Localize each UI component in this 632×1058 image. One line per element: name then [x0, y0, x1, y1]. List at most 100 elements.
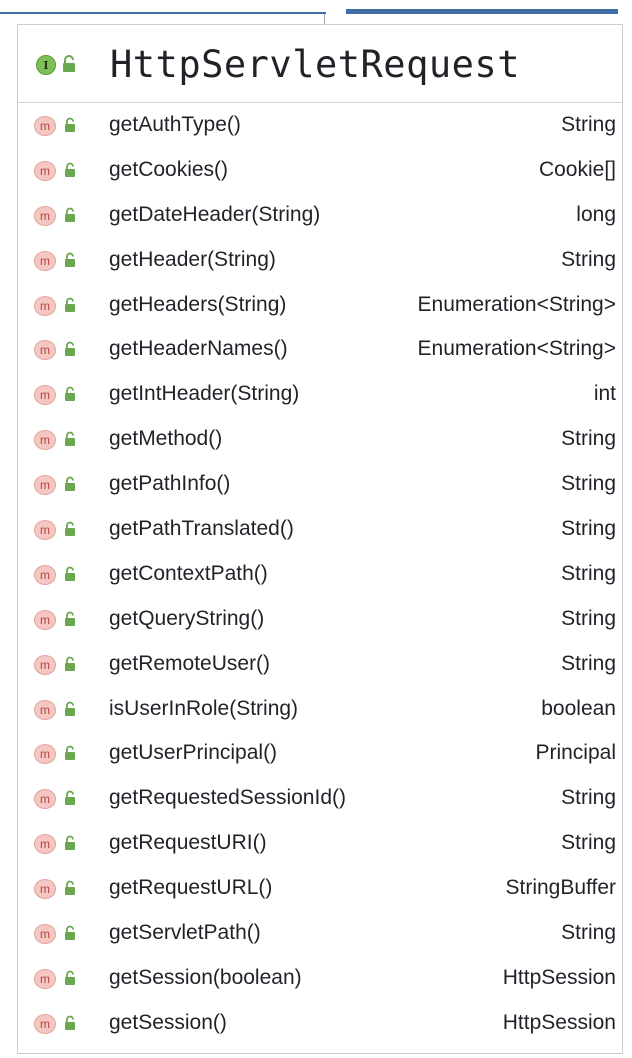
- method-row[interactable]: m isUserInRole(String) boolean: [18, 688, 622, 733]
- method-icon: m: [34, 968, 56, 989]
- method-name: getPathInfo(): [109, 472, 231, 496]
- public-lock-icon: [64, 162, 76, 183]
- return-type: Cookie[]: [538, 157, 616, 181]
- public-lock-icon: [64, 880, 76, 901]
- public-lock-icon: [64, 521, 76, 542]
- method-row[interactable]: m getRemoteUser() String: [18, 643, 622, 688]
- method-icon: m: [34, 789, 56, 810]
- method-row[interactable]: m getHeaderNames() Enumeration<String>: [18, 328, 622, 373]
- public-lock-icon: [64, 297, 76, 318]
- method-row[interactable]: m getServletPath() String: [18, 912, 622, 957]
- public-lock-icon: [64, 431, 76, 452]
- method-icon: m: [34, 160, 56, 181]
- method-row[interactable]: m getHeaders(String) Enumeration<String>: [18, 284, 622, 329]
- public-lock-icon: [64, 835, 76, 856]
- method-list: m getAuthType() String m getCookies() Cookie[…: [18, 104, 622, 1047]
- method-row[interactable]: m getRequestURL() StringBuffer: [18, 867, 622, 912]
- method-row[interactable]: m getMethod() String: [18, 418, 622, 463]
- method-icon: m: [34, 340, 56, 361]
- public-lock-icon: [64, 386, 76, 407]
- return-type: String: [561, 472, 616, 496]
- method-row[interactable]: m getHeader(String) String: [18, 239, 622, 284]
- return-type: boolean: [541, 696, 616, 720]
- method-name: getServletPath(): [109, 921, 261, 945]
- top-divider-active: [346, 9, 618, 14]
- return-type: String: [561, 517, 616, 541]
- method-row[interactable]: m getIntHeader(String) int: [18, 373, 622, 418]
- public-lock-icon: [64, 790, 76, 811]
- public-lock-icon: [64, 252, 76, 273]
- return-type: String: [561, 561, 616, 585]
- method-icon: m: [34, 205, 56, 226]
- public-lock-icon: [64, 925, 76, 946]
- method-name: getRequestURL(): [109, 876, 273, 900]
- public-lock-icon: [64, 701, 76, 722]
- method-icon: m: [34, 699, 56, 720]
- return-type: String: [561, 427, 616, 451]
- return-type: Enumeration<String>: [417, 337, 616, 361]
- public-lock-icon: [62, 55, 76, 78]
- method-icon: m: [34, 520, 56, 541]
- return-type: int: [593, 382, 616, 406]
- top-divider-tick: [324, 14, 325, 26]
- method-icon: m: [34, 385, 56, 406]
- return-type: String: [561, 921, 616, 945]
- method-name: getRequestedSessionId(): [109, 786, 346, 810]
- method-icon: m: [34, 116, 56, 136]
- method-row[interactable]: m getAuthType() String: [18, 104, 622, 149]
- class-header[interactable]: I HttpServletRequest: [18, 25, 622, 103]
- method-name: getMethod(): [109, 427, 223, 451]
- method-name: getCookies(): [109, 157, 229, 181]
- public-lock-icon: [64, 745, 76, 766]
- public-lock-icon: [64, 611, 76, 632]
- method-icon: m: [34, 295, 56, 316]
- method-name: getPathTranslated(): [109, 517, 294, 541]
- method-name: getHeader(String): [109, 247, 276, 271]
- return-type: String: [561, 786, 616, 810]
- return-type: Enumeration<String>: [417, 292, 616, 316]
- method-name: getRemoteUser(): [109, 651, 271, 675]
- structure-panel: I HttpServletRequest m getAuthType() Strin…: [17, 24, 623, 1054]
- method-name: getUserPrincipal(): [109, 741, 278, 765]
- method-name: getContextPath(): [109, 561, 268, 585]
- public-lock-icon: [64, 970, 76, 991]
- method-name: getHeaderNames(): [109, 337, 288, 361]
- public-lock-icon: [64, 1015, 76, 1036]
- method-icon: m: [34, 924, 56, 945]
- method-icon: m: [34, 1013, 56, 1034]
- public-lock-icon: [64, 341, 76, 362]
- method-name: getIntHeader(String): [109, 382, 300, 406]
- method-name: getAuthType(): [109, 113, 241, 136]
- method-icon: m: [34, 609, 56, 630]
- public-lock-icon: [64, 566, 76, 587]
- return-type: long: [576, 202, 616, 226]
- method-name: getDateHeader(String): [109, 202, 321, 226]
- method-row[interactable]: m getPathTranslated() String: [18, 508, 622, 553]
- method-icon: m: [34, 654, 56, 675]
- public-lock-icon: [64, 656, 76, 677]
- public-lock-icon: [64, 207, 76, 228]
- return-type: String: [561, 113, 616, 136]
- method-row[interactable]: m getDateHeader(String) long: [18, 194, 622, 239]
- method-name: isUserInRole(String): [109, 696, 299, 720]
- method-row[interactable]: m getCookies() Cookie[]: [18, 149, 622, 194]
- method-icon: m: [34, 250, 56, 271]
- return-type: String: [561, 651, 616, 675]
- method-icon: m: [34, 430, 56, 451]
- return-type: StringBuffer: [505, 876, 616, 900]
- return-type: Principal: [535, 741, 616, 765]
- method-row[interactable]: m getRequestedSessionId() String: [18, 777, 622, 822]
- method-icon: m: [34, 879, 56, 900]
- return-type: String: [561, 606, 616, 630]
- class-title: HttpServletRequest: [110, 43, 520, 86]
- method-name: getHeaders(String): [109, 292, 287, 316]
- return-type: String: [561, 247, 616, 271]
- method-name: getSession(boolean): [109, 965, 302, 989]
